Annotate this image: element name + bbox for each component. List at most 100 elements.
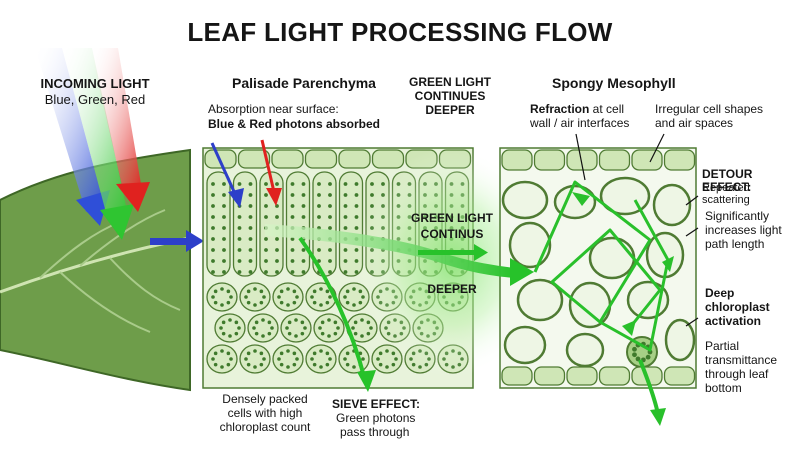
chloroplast [378, 351, 383, 356]
absorption-arrows [210, 139, 282, 208]
chloroplast [303, 326, 307, 330]
transmittance-line3: through leaf [705, 367, 769, 381]
path-length-line1: Significantly [705, 209, 770, 223]
palisade-heading: Palisade Parenchyma [232, 75, 376, 91]
chloroplast [635, 356, 641, 362]
chloroplast [246, 300, 251, 305]
chloroplast [237, 259, 242, 263]
sieve-effect-arrowhead [357, 370, 376, 392]
chloroplast [248, 270, 253, 274]
chloroplast [222, 248, 226, 252]
chloroplast [286, 365, 290, 369]
chloroplast [252, 326, 256, 330]
chloroplast [211, 215, 215, 219]
chloroplast [228, 318, 232, 322]
chloroplast [286, 303, 290, 307]
chloroplast [319, 303, 323, 307]
blue-light-beam [35, 48, 104, 212]
chloroplast [264, 259, 268, 263]
chloroplast [234, 331, 239, 336]
chloroplast [277, 295, 281, 299]
chloroplast [378, 362, 383, 367]
chloroplast [259, 300, 264, 305]
chloroplast [211, 204, 215, 208]
chloroplast [220, 303, 224, 307]
chloroplast [248, 204, 253, 208]
chloroplast [345, 362, 350, 367]
chloroplast [385, 349, 389, 353]
deep-activation-line2: chloroplast [705, 300, 770, 314]
leaf-vein [109, 257, 181, 311]
chloroplast [220, 349, 224, 353]
chloroplast [343, 226, 348, 230]
chloroplast [290, 248, 295, 252]
chloroplast [361, 357, 365, 361]
chloroplast [267, 320, 272, 325]
epidermis-cell [237, 149, 271, 169]
middle-continues-arrowhead [474, 244, 488, 261]
spongy-cell [501, 180, 549, 220]
chloroplast [343, 259, 348, 263]
chloroplast [290, 259, 295, 263]
chloroplast [211, 182, 215, 186]
chloroplast [328, 295, 332, 299]
epidermis-cell [533, 149, 566, 171]
chloroplast [211, 226, 215, 230]
sieve-effect-line1: Green photons [336, 411, 416, 425]
chloroplast [248, 248, 253, 252]
chloroplast [259, 362, 264, 367]
spongy-tissue [499, 147, 697, 389]
chloroplast [253, 287, 257, 291]
chloroplast [325, 351, 330, 356]
transmittance-line2: transmittance [705, 353, 778, 367]
chloroplast [328, 182, 332, 186]
chloroplast [211, 193, 215, 197]
scatter-path [533, 180, 662, 331]
chloroplast [301, 182, 306, 186]
chloroplast [226, 289, 231, 294]
chloroplast [237, 215, 242, 219]
scatter-path [599, 199, 670, 352]
chloroplast [253, 303, 257, 307]
chloroplast [248, 226, 253, 230]
chloroplast [226, 300, 231, 305]
chloroplast [360, 318, 364, 322]
chloroplast [294, 318, 298, 322]
chloroplast [319, 365, 323, 369]
epidermis-cell [566, 366, 598, 386]
spongy-cell [568, 281, 612, 329]
transmittance-arrowhead [650, 408, 666, 426]
green-light-path [265, 224, 534, 392]
refraction-pointer [575, 133, 586, 181]
chloroplast [358, 300, 363, 305]
epidermis-cell [663, 366, 696, 386]
chloroplast [226, 362, 231, 367]
chloroplast [244, 357, 248, 361]
deep-activation-line3: activation [705, 314, 762, 328]
chloroplast [328, 259, 332, 263]
chloroplast [376, 357, 380, 361]
chloroplast [264, 204, 268, 208]
detour-effect-heading: DETOUR EFFECT: [702, 167, 753, 195]
chloroplast [294, 334, 298, 338]
chloroplast [343, 248, 348, 252]
chloroplast [237, 326, 241, 330]
deep-pointer [685, 317, 699, 327]
chloroplast [248, 193, 253, 197]
refraction-line2: wall / air interfaces [530, 116, 630, 130]
chloroplast [246, 351, 251, 356]
chloroplast [237, 270, 242, 274]
chloroplast [292, 362, 297, 367]
chloroplast [317, 248, 321, 252]
chloroplast [229, 357, 233, 361]
chloroplast [228, 334, 232, 338]
chloroplast [279, 300, 284, 305]
chloroplast [343, 295, 347, 299]
middle-mid-line2: CONTINUS [420, 227, 484, 241]
chloroplast [213, 351, 218, 356]
chloroplast [300, 320, 305, 325]
chloroplast [328, 357, 332, 361]
chloroplast [328, 248, 332, 252]
red-absorption-arrowhead [266, 188, 282, 206]
